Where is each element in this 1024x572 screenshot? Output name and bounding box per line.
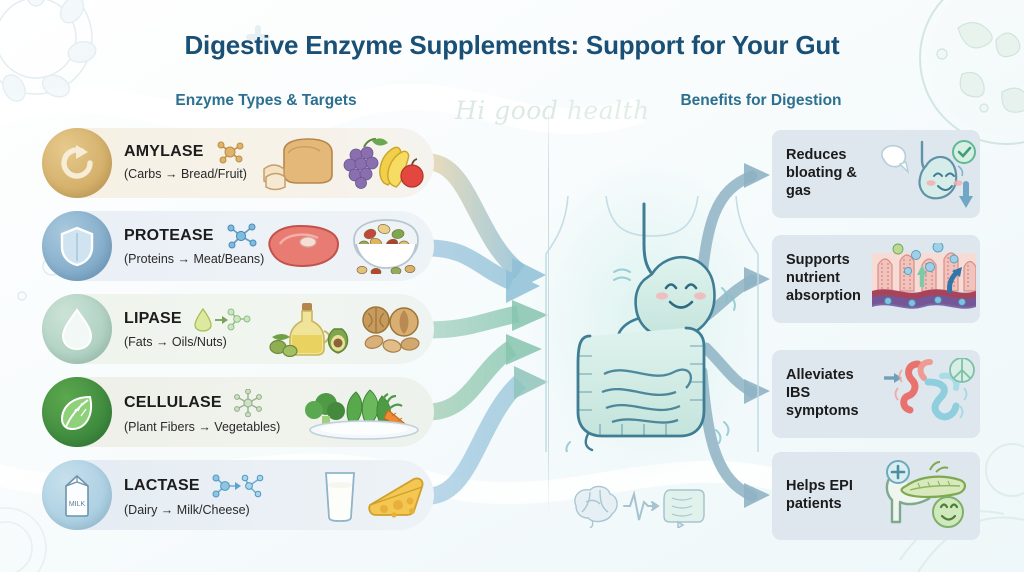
enzyme-row-lactase[interactable]: MILK LACTASE (Dairy → — [42, 460, 434, 530]
watermark-part2: health — [566, 96, 650, 125]
protease-food-icons — [260, 217, 426, 275]
lactase-food-icons — [316, 466, 426, 524]
lactase-text: LACTASE (Dairy → Milk/Cheese) — [124, 472, 265, 517]
grapes — [343, 138, 388, 189]
watermark-text: Hi good health — [455, 96, 649, 125]
intestine-peace-icon — [884, 358, 975, 421]
steak-icon — [268, 224, 340, 268]
olives — [269, 334, 298, 357]
cell-decoration-bottomleft — [0, 507, 47, 572]
enzyme-name: LIPASE — [124, 310, 182, 327]
droplet-icon — [61, 308, 93, 351]
right-column-heading: Benefits for Digestion — [680, 92, 842, 109]
enzyme-name: AMYLASE — [124, 143, 204, 160]
brain-gut-axis-icon — [574, 485, 705, 528]
benefit-card-ibs-symptoms[interactable]: Alleviates IBS symptoms — [772, 350, 980, 438]
enzyme-row-lipase[interactable]: LIPASE (Fats → Oils/Nuts) — [42, 294, 434, 364]
protease-badge — [42, 211, 112, 281]
enzyme-target: (Proteins → Meat/Beans) — [124, 252, 265, 266]
lactose-molecule-icon — [212, 474, 264, 498]
benefit-card-reduces-bloating[interactable]: Reduces bloating & gas — [772, 130, 980, 218]
vegetable-plate-icon — [305, 389, 419, 440]
enzyme-name: CELLULASE — [124, 394, 222, 411]
inflamed-intestine — [900, 359, 933, 414]
protease-text: PROTEASE (Proteins → Meat/Beans) — [124, 223, 264, 266]
intestine-icon — [663, 489, 705, 528]
shield-icon — [60, 226, 94, 267]
enzyme-name: PROTEASE — [124, 227, 214, 244]
enzyme-name: LACTASE — [124, 477, 200, 494]
benefit-label: Supports nutrient absorption — [786, 252, 861, 304]
page-title: Digestive Enzyme Supplements: Support fo… — [184, 30, 840, 60]
happy-stomach-check-icon — [881, 140, 976, 208]
cellulase-text: CELLULASE (Plant Fibers → Vegetables) — [124, 389, 280, 434]
beans-bowl-icon — [353, 219, 419, 274]
enzyme-target: (Carbs → Bread/Fruit) — [124, 167, 247, 181]
pancreas-smiley-icon — [885, 460, 966, 528]
benefit-card-epi-patients[interactable]: Helps EPI patients — [772, 452, 980, 540]
amylase-badge — [42, 128, 112, 198]
lipase-food-icons — [268, 300, 426, 358]
enzyme-target: (Dairy → Milk/Cheese) — [124, 503, 250, 517]
amylase-text: AMYLASE (Carbs → Bread/Fruit) — [124, 140, 247, 181]
benefit-label: Helps EPI patients — [786, 478, 853, 512]
intestinal-villi-absorption-icon — [872, 243, 976, 309]
lipase-text: LIPASE (Fats → Oils/Nuts) — [124, 306, 251, 349]
fruit-basket-icon — [343, 138, 424, 189]
svg-text:MILK: MILK — [69, 501, 86, 508]
milk-glass-icon — [325, 472, 355, 522]
benefit-card-nutrient-absorption[interactable]: Supports nutrient absorption — [772, 235, 980, 323]
leaf-icon — [60, 395, 92, 431]
enzyme-row-amylase[interactable]: AMYLASE (Carbs → Bread/Fruit) — [42, 128, 434, 198]
cheese-icon — [368, 477, 424, 518]
cellulase-badge — [42, 377, 112, 447]
left-column-heading: Enzyme Types & Targets — [175, 92, 357, 109]
watermark-part1: Hi good — [455, 96, 559, 125]
cellulase-food-icons — [302, 383, 426, 441]
enzyme-row-protease[interactable]: PROTEASE (Proteins → Meat/Beans) — [42, 211, 434, 281]
center-divider — [548, 98, 549, 518]
circular-arrow-icon — [61, 145, 93, 179]
digestive-system-illustration — [545, 196, 759, 452]
droplet-to-molecule-icon — [194, 307, 251, 332]
brain-icon — [574, 485, 618, 528]
olive-oil-icon — [269, 303, 349, 357]
broccoli — [305, 393, 345, 428]
enzyme-row-cellulase[interactable]: CELLULASE (Plant Fibers → Vegetables) — [42, 377, 434, 447]
molecule-icon — [227, 223, 257, 249]
enzyme-target: (Plant Fibers → Vegetables) — [124, 420, 281, 434]
calm-intestine — [924, 372, 960, 421]
molecule-icon — [217, 141, 244, 164]
microbiome-decoration-topright — [919, 0, 1024, 145]
enzyme-target: (Fats → Oils/Nuts) — [124, 335, 227, 349]
pulse-line-icon — [623, 490, 660, 521]
bread-icon — [263, 138, 333, 191]
lactase-badge: MILK — [42, 460, 112, 530]
benefit-label: Alleviates IBS symptoms — [786, 367, 859, 419]
fiber-molecule-icon — [234, 389, 263, 417]
milk-carton-icon: MILK — [65, 474, 89, 517]
amylase-food-icons — [260, 134, 426, 192]
lipase-badge — [42, 294, 112, 364]
benefit-label: Reduces bloating & gas — [786, 147, 857, 199]
nuts-icon — [362, 306, 420, 353]
